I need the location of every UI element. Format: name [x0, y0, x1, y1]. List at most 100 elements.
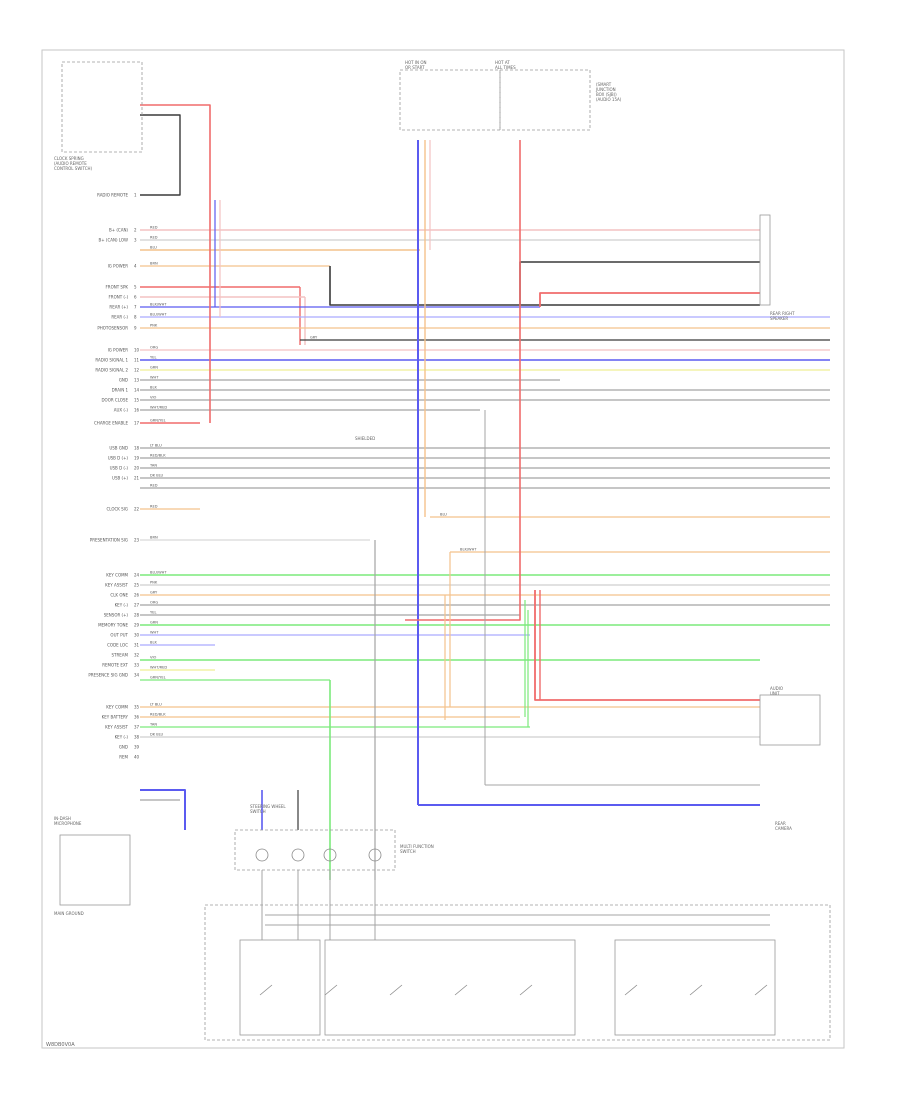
switch-group-3	[614, 939, 776, 1036]
switch-glyph	[689, 984, 703, 996]
component-label: SHIELDED	[355, 436, 375, 441]
component-label: (AUDIO 15A)	[596, 97, 622, 102]
pin-label: CLOCK SIG	[106, 507, 128, 512]
audio-unit-box	[759, 694, 821, 746]
pin-label: USB D (-)	[110, 466, 129, 471]
wire-color-label: RED	[150, 236, 158, 240]
pin-label: REAR (-)	[111, 315, 128, 320]
wire-color-label: YEL	[150, 611, 156, 615]
component-label: MULTI FUNCTION	[400, 844, 434, 849]
pin-number: 6	[134, 295, 137, 300]
pin-label: GND	[119, 378, 128, 383]
figure-id: W8DB0V0A	[46, 1042, 75, 1048]
component-label: SPEAKER	[770, 316, 788, 321]
pin-number: 31	[134, 643, 140, 648]
ground-box	[59, 834, 131, 906]
switch-glyph	[389, 984, 403, 996]
pin-label: FRONT (-)	[109, 295, 129, 300]
component-label: ALL TIMES	[495, 65, 516, 70]
pin-label: REM	[119, 755, 128, 760]
wire-color-label: RED/BLK	[150, 713, 166, 717]
wire	[140, 114, 181, 196]
connector-terminal	[291, 848, 305, 862]
wire	[534, 590, 760, 701]
pin-label: CHARGE ENABLE	[94, 421, 128, 426]
pin-number: 10	[134, 348, 140, 353]
pin-number: 18	[134, 446, 140, 451]
wires-layer	[140, 104, 830, 940]
pin-label: FRONT SPK	[105, 285, 128, 290]
pin-label: OUT PUT	[110, 633, 128, 638]
wire-color-label: GRN	[150, 366, 158, 370]
lower-switch-panel	[204, 904, 831, 1041]
pin-label: DOOR CLOSE	[101, 398, 128, 403]
pin-number: 5	[134, 285, 137, 290]
pin-number: 15	[134, 398, 140, 403]
pin-label: SENSOR (+)	[104, 613, 129, 618]
pin-label: KEY ASSIST	[105, 725, 128, 730]
component-label: BOX (SJB))	[596, 92, 617, 97]
antenna-box	[61, 61, 143, 153]
wire-color-label: BLU/WHT	[150, 313, 167, 317]
wire	[329, 266, 760, 306]
wire	[140, 789, 186, 830]
component-label: IN-DASH	[54, 816, 71, 821]
connector-terminal	[255, 848, 269, 862]
pin-number: 21	[134, 476, 140, 481]
component-label: UNIT	[770, 691, 780, 696]
wire-color-label: BLK/WHT	[460, 548, 477, 552]
fuse-left-box	[399, 69, 501, 131]
wire-color-label: BLK	[150, 386, 157, 390]
pin-number: 1	[134, 193, 137, 198]
wire-color-label: GRN/YEL	[150, 419, 166, 423]
wire	[539, 292, 760, 307]
pin-number: 29	[134, 623, 140, 628]
component-label: CAMERA	[775, 826, 792, 831]
wire-color-label: BRN	[150, 536, 158, 540]
wire-color-label: GRY	[310, 336, 318, 340]
wire-color-label: BRN	[150, 262, 158, 266]
pin-number: 37	[134, 725, 140, 730]
wire	[405, 140, 521, 621]
pin-label: GND	[119, 745, 128, 750]
pin-number: 36	[134, 715, 140, 720]
wire-color-label: DK BLU	[150, 474, 164, 478]
wire-color-label: YEL	[150, 356, 156, 360]
wire-color-label: WHT/RED	[150, 666, 167, 670]
pin-label: MEMORY TONE	[98, 623, 128, 628]
switch-glyph	[259, 984, 273, 996]
pin-number: 19	[134, 456, 140, 461]
pin-number: 11	[134, 358, 140, 363]
wire-color-label: WHT/RED	[150, 406, 167, 410]
switch-group-1	[239, 939, 321, 1036]
pin-label: STREAM	[112, 653, 129, 658]
pin-label: B+ (CAN)	[109, 228, 128, 233]
wire-color-label: BLK/WHT	[150, 303, 167, 307]
wire-color-label: LT BLU	[150, 703, 162, 707]
pin-label: KEY (-)	[115, 735, 129, 740]
component-label: STEERING WHEEL	[250, 804, 286, 809]
pin-label: KEY BATTERY	[102, 715, 129, 720]
switch-glyph	[624, 984, 638, 996]
wire-color-label: LT BLU	[150, 444, 162, 448]
boxes-layer	[59, 61, 831, 1041]
pin-number: 28	[134, 613, 140, 618]
pin-number: 35	[134, 705, 140, 710]
pin-label: RADIO SIGNAL 1	[95, 358, 128, 363]
pin-number: 24	[134, 573, 140, 578]
pin-label: REAR (+)	[109, 305, 128, 310]
pin-number: 12	[134, 368, 140, 373]
wire-color-label: GRN/YEL	[150, 676, 166, 680]
pin-number: 39	[134, 745, 140, 750]
wire-color-label: BLU/WHT	[150, 571, 167, 575]
pin-label: PRESENCE SIG GND	[88, 673, 128, 678]
wire-color-label: BLU	[440, 513, 447, 517]
wire-color-label: VIO	[150, 396, 157, 400]
component-label: (SMART	[596, 82, 612, 87]
pin-label: USB D (+)	[108, 456, 129, 461]
component-label: (AUDIO REMOTE	[54, 161, 87, 166]
component-label: REAR RIGHT	[770, 311, 795, 316]
pin-label: B+ (CAN) LOW	[99, 238, 129, 243]
